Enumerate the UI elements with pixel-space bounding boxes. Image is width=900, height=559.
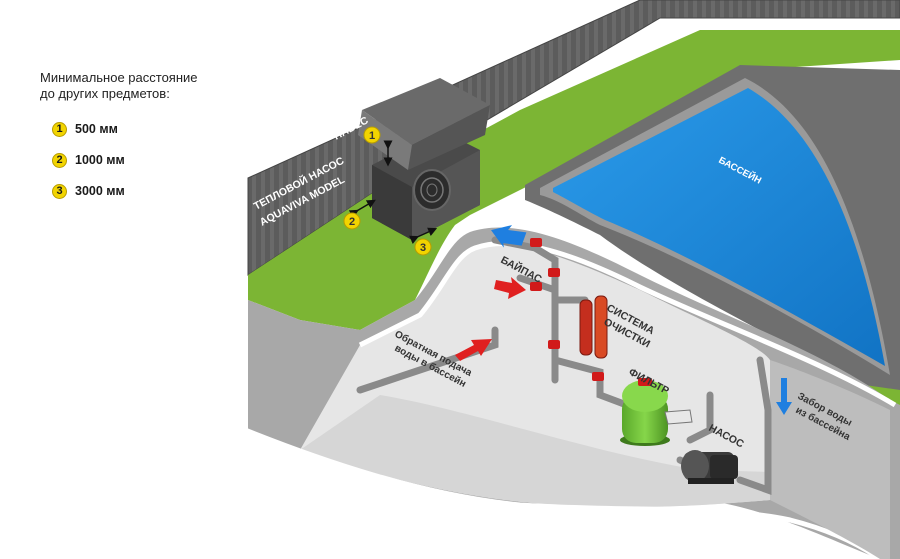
- legend-item-3: 3 3000 мм: [40, 182, 250, 200]
- legend-text-2: 1000 мм: [75, 153, 125, 167]
- distance-legend: Минимальное расстояние до других предмет…: [40, 70, 250, 200]
- pit-floor: [300, 395, 770, 508]
- flow-arrow-blue-intake: [776, 378, 792, 415]
- legend-title-line1: Минимальное расстояние: [40, 70, 198, 85]
- legend-text-1: 500 мм: [75, 122, 118, 136]
- flow-arrow-blue-top: [491, 225, 527, 248]
- marker-3-label: 3: [420, 242, 426, 254]
- marker-2: 2: [343, 212, 361, 230]
- legend-marker-1: 1: [52, 121, 67, 137]
- cleaning-system-cylinders: [579, 295, 608, 359]
- canopy: [358, 78, 490, 170]
- cut-edge: [358, 241, 897, 408]
- grass-platform: [248, 30, 900, 330]
- legend-text-3: 3000 мм: [75, 184, 125, 198]
- legend-marker-2: 2: [52, 152, 67, 168]
- marker-3: 3: [414, 238, 432, 256]
- pool-water: [553, 88, 885, 366]
- pump: [681, 450, 738, 484]
- legend-item-1: 1 500 мм: [40, 120, 250, 138]
- legend-marker-3: 3: [52, 183, 67, 199]
- bypass-valves: [530, 238, 604, 381]
- cut-edge-bottom: [244, 427, 882, 559]
- sand-filter: [620, 378, 693, 446]
- marker-1-label: 1: [369, 130, 375, 142]
- pit-right-wall: [770, 360, 890, 559]
- marker-2-label: 2: [349, 216, 355, 228]
- legend-title-line2: до других предметов:: [40, 86, 170, 101]
- legend-item-2: 2 1000 мм: [40, 151, 250, 169]
- flow-arrow-red-return: [455, 339, 492, 361]
- clearance-arrows: [348, 140, 438, 244]
- marker-1: 1: [363, 126, 381, 144]
- flow-arrow-red-bypass: [494, 277, 526, 299]
